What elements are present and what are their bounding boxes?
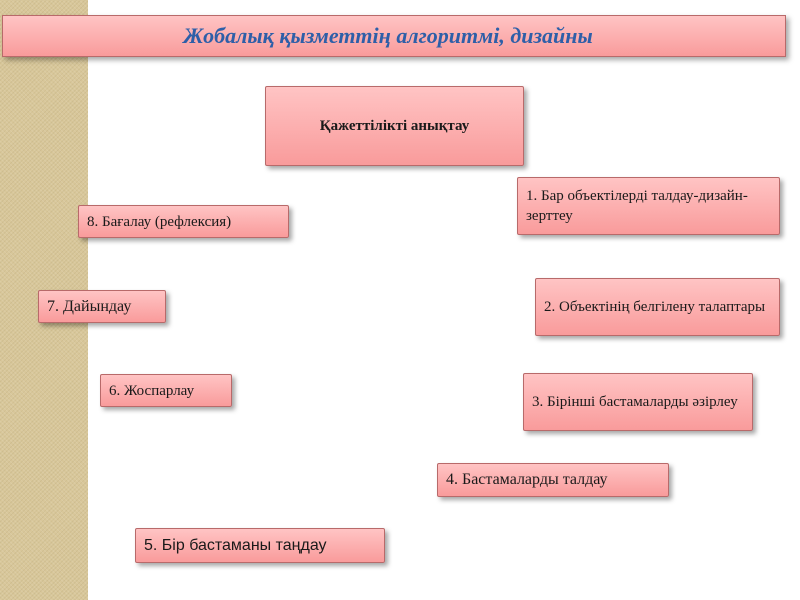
step-8-box: 8. Бағалау (рефлексия) xyxy=(78,205,289,238)
step-8-label: 8. Бағалау (рефлексия) xyxy=(87,213,232,230)
needs-identification-box: Қажеттілікті анықтау xyxy=(265,86,524,166)
step-6-label: 6. Жоспарлау xyxy=(109,382,195,399)
step-1-label: 1. Бар объектілерді талдау-дизайн-зертте… xyxy=(526,188,748,224)
step-2-label: 2. Объектінің белгілену талаптары xyxy=(544,299,766,315)
step-4-label: 4. Бастамаларды талдау xyxy=(446,471,608,488)
step-5-label: 5. Бір бастаманы таңдау xyxy=(144,536,327,554)
title-banner: Жобалық қызметтің алгоритмі, дизайны xyxy=(2,15,786,57)
needs-identification-label: Қажеттілікті анықтау xyxy=(319,118,470,134)
step-6-box: 6. Жоспарлау xyxy=(100,374,232,407)
step-1-box: 1. Бар объектілерді талдау-дизайн-зертте… xyxy=(517,177,780,235)
step-7-box: 7. Дайындау xyxy=(38,290,166,323)
step-3-box: 3. Бірінші бастамаларды әзірлеу xyxy=(523,373,753,431)
step-4-box: 4. Бастамаларды талдау xyxy=(437,463,669,497)
step-7-label: 7. Дайындау xyxy=(47,297,132,315)
page-title: Жобалық қызметтің алгоритмі, дизайны xyxy=(183,23,593,48)
step-5-box: 5. Бір бастаманы таңдау xyxy=(135,528,385,563)
step-3-label: 3. Бірінші бастамаларды әзірлеу xyxy=(532,394,738,410)
step-2-box: 2. Объектінің белгілену талаптары xyxy=(535,278,780,336)
